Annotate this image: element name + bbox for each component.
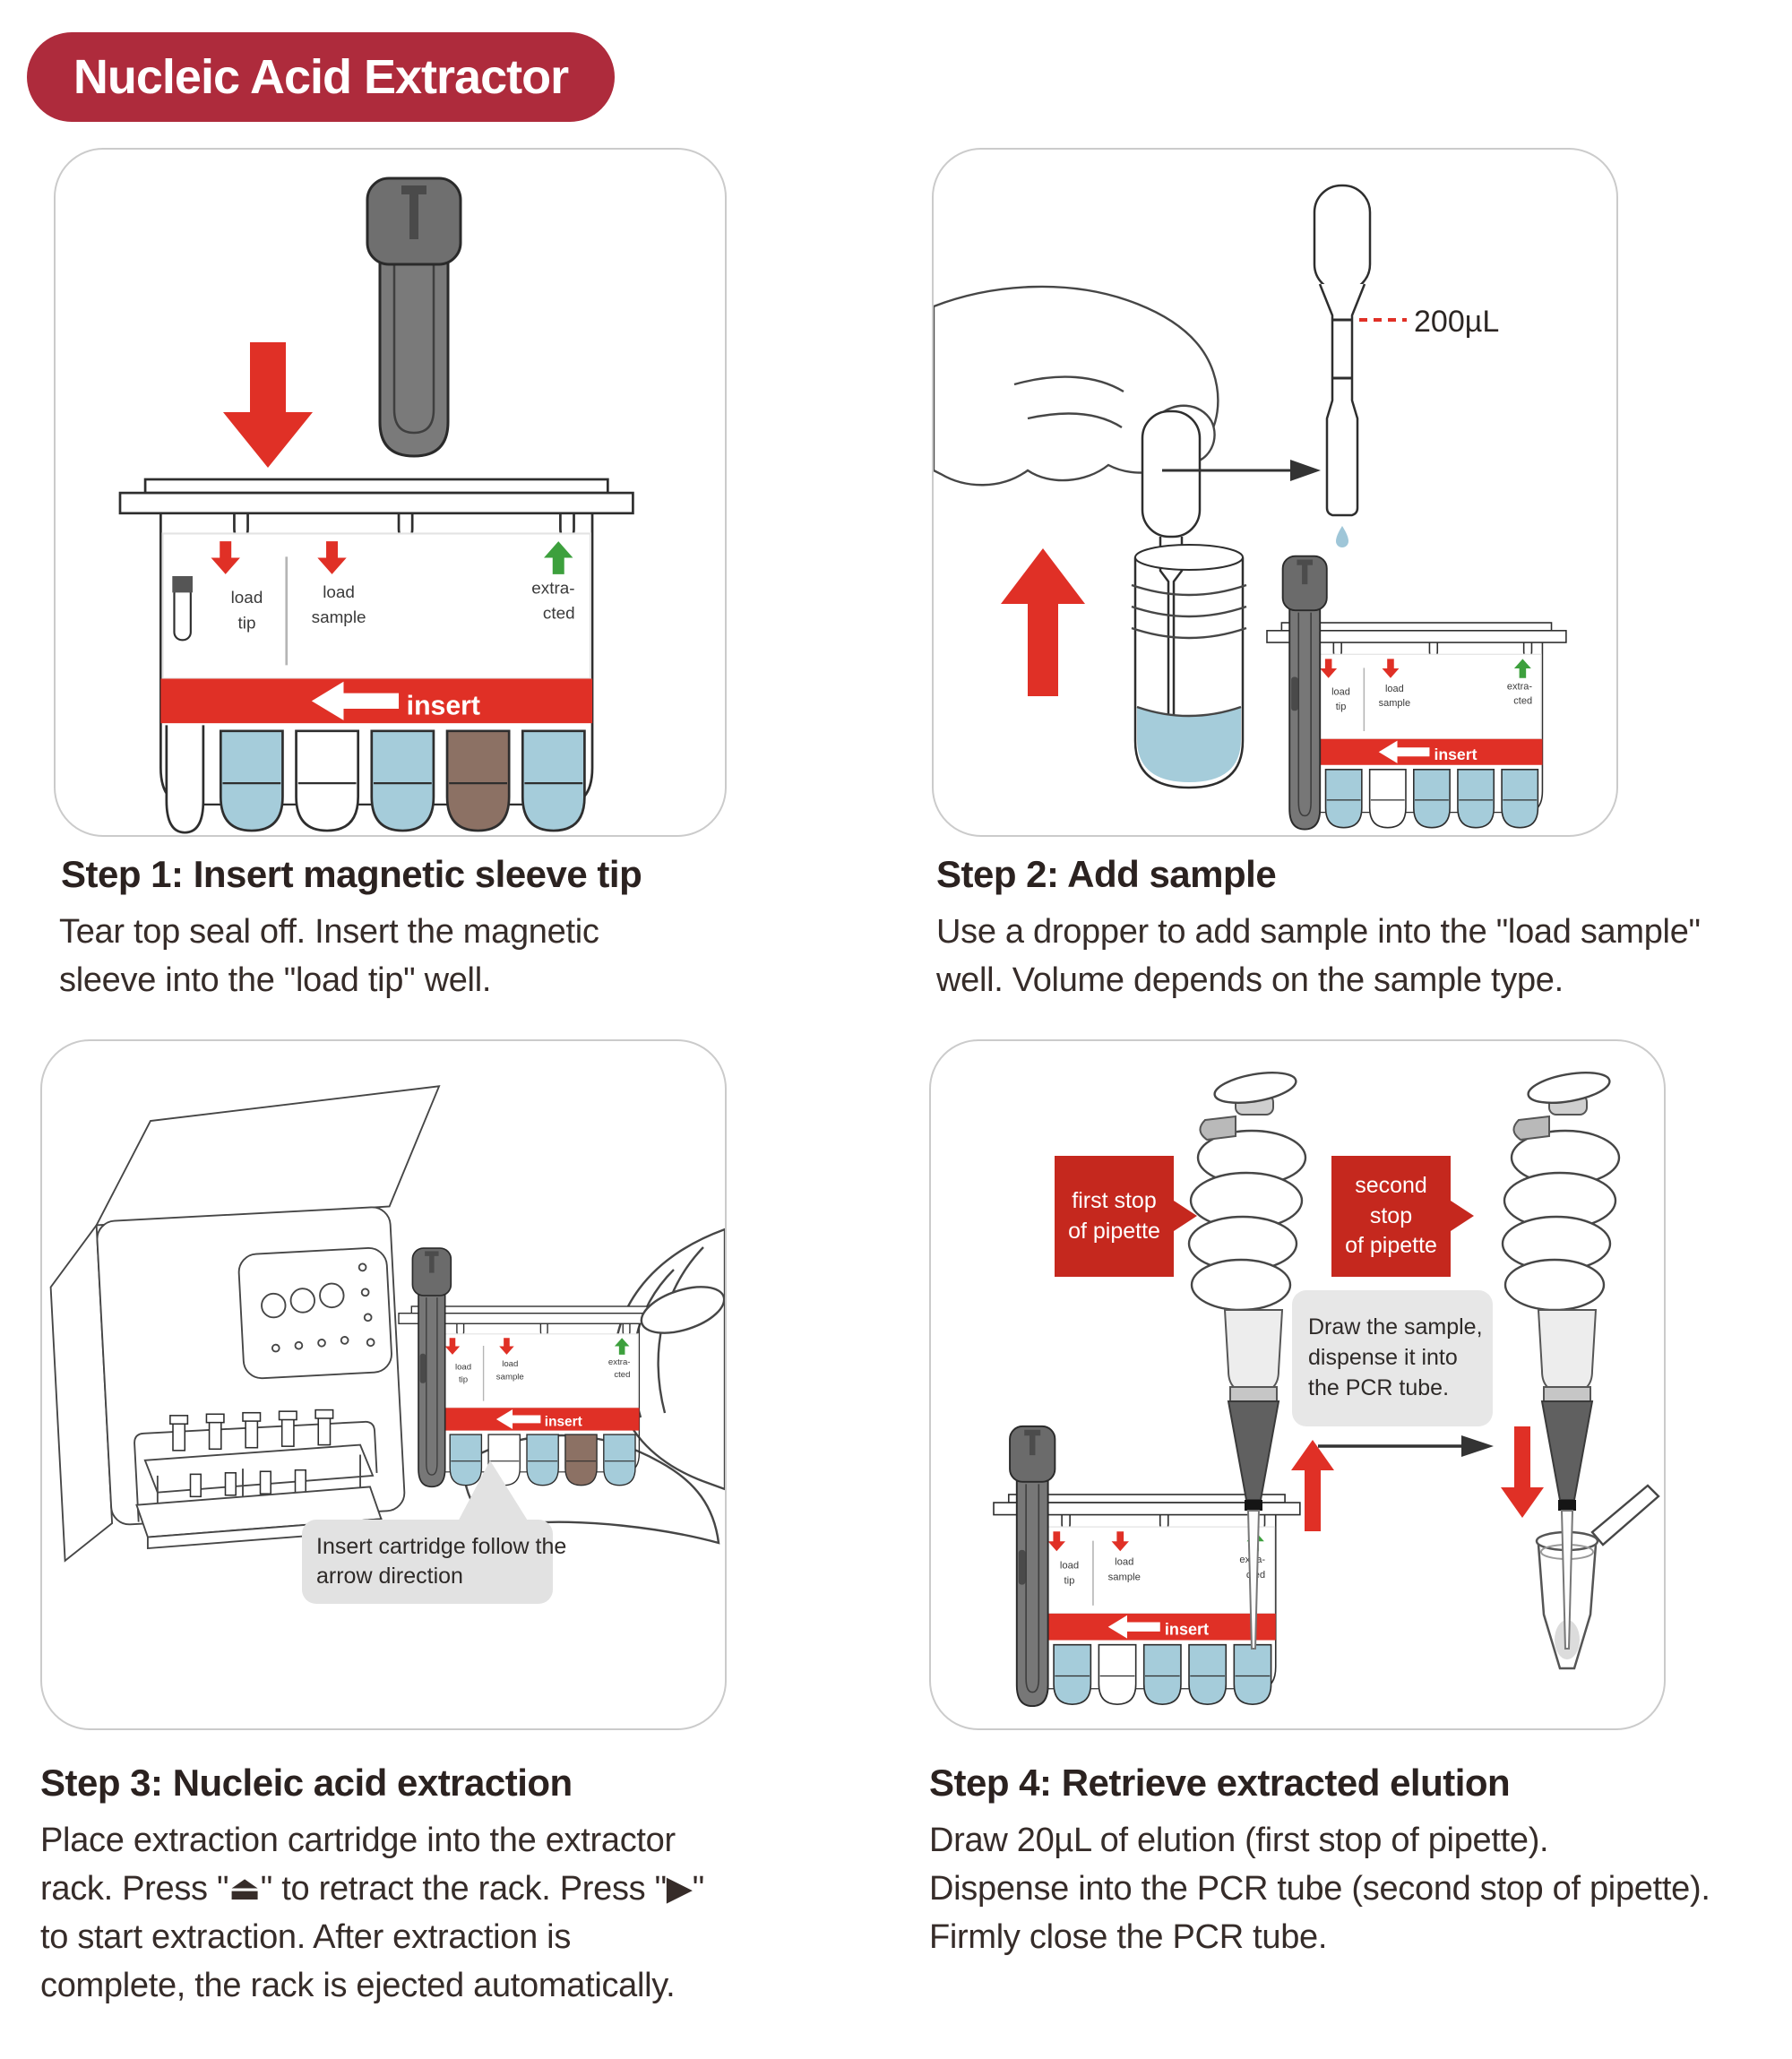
first-stop-label: first stop of pipette — [1055, 1156, 1197, 1277]
svg-text:load: load — [1060, 1561, 1079, 1572]
svg-text:load: load — [1331, 687, 1350, 698]
step2-drawing: 200µL load tip load sample extra- cted i… — [934, 184, 1567, 831]
extraction-cartridge: load tip load sample extra- cted insert — [1266, 555, 1567, 831]
fingertip — [640, 1286, 725, 1334]
step1-body: Tear top seal off. Insert the magnetic s… — [59, 913, 599, 999]
step1-drawing: load tip load sample extra- cted insert — [118, 177, 634, 834]
down-arrow-icon — [223, 342, 313, 468]
droplet-icon — [1336, 526, 1348, 547]
dropper-in-tube — [1131, 409, 1247, 789]
panel-step3-illustration: load tip load sample extra- cted insert … — [40, 1039, 727, 1730]
measuring-dropper — [1313, 184, 1407, 547]
page-title: Nucleic Acid Extractor — [27, 32, 615, 122]
step1-heading: Step 1: Insert magnetic sleeve tip — [61, 853, 642, 895]
extractor-machine — [49, 1085, 441, 1563]
svg-text:tip: tip — [1336, 702, 1347, 712]
svg-text:tip: tip — [238, 614, 256, 633]
up-arrow-icon — [1291, 1440, 1334, 1531]
svg-text:cted: cted — [1513, 696, 1532, 707]
svg-text:load: load — [1385, 684, 1404, 694]
step3-heading: Step 3: Nucleic acid extraction — [40, 1762, 573, 1804]
right-arrow-icon — [1162, 460, 1321, 481]
step4-drawing: load tip load sample extra- cted insert — [993, 1066, 1660, 1708]
svg-text:sample: sample — [496, 1372, 524, 1382]
svg-text:load: load — [455, 1362, 471, 1372]
right-arrow-icon — [1318, 1435, 1494, 1457]
magnetic-sleeve-tip — [366, 177, 462, 458]
svg-text:tip: tip — [459, 1375, 468, 1385]
bubble-text: Insert cartridge follow the arrow direct… — [316, 1534, 567, 1589]
up-arrow-icon — [1001, 548, 1085, 696]
second-stop-label: second stop of pipette — [1331, 1156, 1474, 1277]
svg-text:insert: insert — [1434, 745, 1477, 763]
svg-text:sample: sample — [1108, 1572, 1141, 1582]
svg-text:load: load — [323, 583, 355, 602]
speech-bubble — [302, 1460, 553, 1604]
step3-body: Place extraction cartridge into the extr… — [40, 1822, 704, 2004]
pointer-triangle-icon — [1174, 1201, 1197, 1231]
step2-body: Use a dropper to add sample into the "lo… — [936, 913, 1701, 999]
svg-text:extra-: extra- — [608, 1357, 631, 1367]
svg-text:insert: insert — [545, 1415, 582, 1430]
svg-text:cted: cted — [543, 605, 575, 624]
svg-text:tip: tip — [1064, 1575, 1075, 1586]
svg-text:load: load — [502, 1359, 518, 1369]
pointer-triangle-icon — [1451, 1201, 1474, 1231]
pcr-tube — [1535, 1484, 1660, 1670]
extraction-cartridge: load tip load sample extra- cted insert — [398, 1247, 661, 1488]
step3-drawing: load tip load sample extra- cted insert — [49, 1085, 725, 1604]
panel-step4-illustration: load tip load sample extra- cted insert — [929, 1039, 1666, 1730]
step4-body: Draw 20µL of elution (first stop of pipe… — [929, 1822, 1710, 1956]
svg-text:cted: cted — [614, 1370, 630, 1380]
svg-text:extra-: extra- — [531, 579, 574, 598]
step2-heading: Step 2: Add sample — [936, 853, 1277, 895]
svg-text:insert: insert — [1165, 1621, 1209, 1639]
panel-step2-illustration: 200µL load tip load sample extra- cted i… — [932, 148, 1618, 837]
svg-text:extra-: extra- — [1507, 681, 1532, 692]
svg-text:sample: sample — [312, 608, 366, 627]
draw-sample-note: Draw the sample, dispense it into the PC… — [1292, 1290, 1493, 1426]
step4-heading: Step 4: Retrieve extracted elution — [929, 1762, 1511, 1804]
panel-step1-illustration: load tip load sample extra- cted insert — [54, 148, 727, 837]
svg-text:load: load — [231, 589, 263, 607]
down-arrow-icon — [1501, 1426, 1544, 1518]
svg-text:load: load — [1115, 1557, 1133, 1568]
svg-text:insert: insert — [407, 691, 480, 720]
extraction-cartridge: load tip load sample extra- cted insert — [118, 478, 634, 834]
volume-label: 200µL — [1414, 305, 1499, 339]
svg-text:sample: sample — [1379, 698, 1411, 709]
